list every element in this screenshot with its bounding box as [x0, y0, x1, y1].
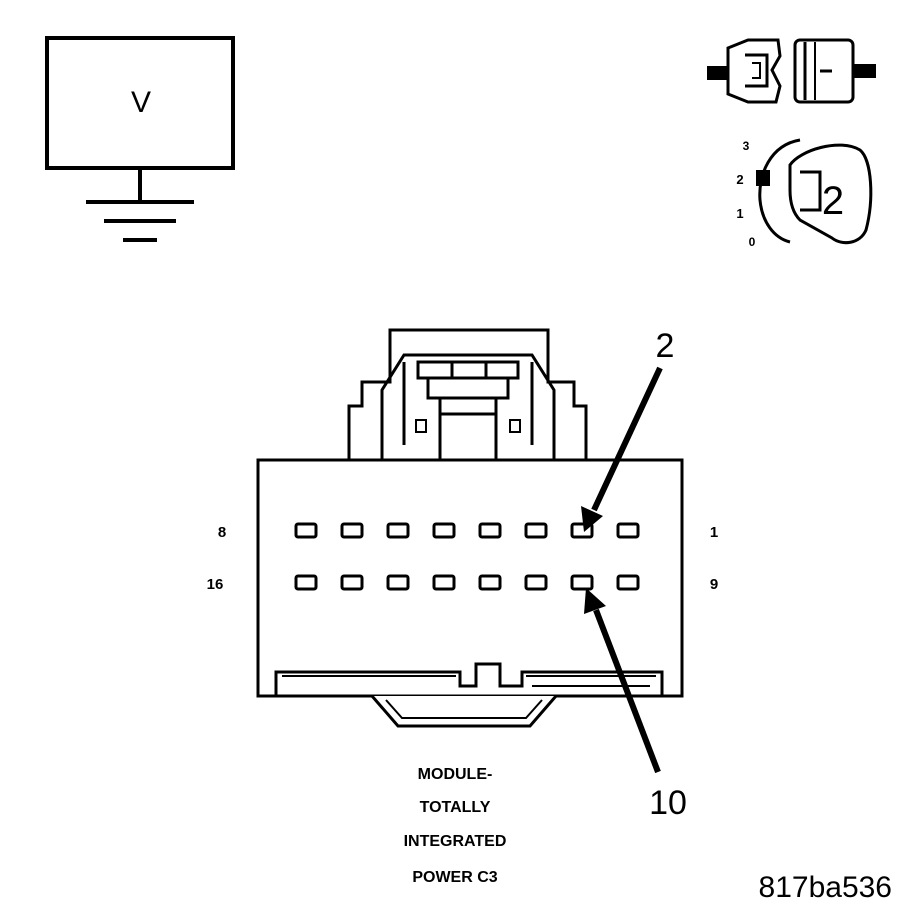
caption-line-4: POWER C3 [412, 869, 497, 886]
pin-cavity [616, 574, 640, 591]
arrowhead-icon [584, 588, 606, 614]
pin-cavity [432, 522, 456, 539]
pin-cavity [340, 522, 364, 539]
figure-id: 817ba536 [759, 871, 892, 904]
voltmeter-label: V [131, 86, 151, 119]
voltmeter-symbol: V [45, 36, 235, 242]
key-position-3: 3 [743, 139, 750, 153]
connector-caption: MODULE- TOTALLY INTEGRATED POWER C3 [404, 766, 507, 886]
pin-cavity [524, 574, 548, 591]
pin-row-1 [294, 522, 640, 539]
caption-line-1: MODULE- [418, 766, 493, 783]
ignition-key-icon: 3 2 1 0 2 [736, 138, 873, 249]
row2-left-label: 16 [207, 576, 224, 593]
key-selected-position: 2 [822, 179, 844, 223]
pin-row-2 [294, 574, 640, 591]
pin-cavity [386, 522, 410, 539]
pin-cavity [432, 574, 456, 591]
key-position-1: 1 [736, 206, 743, 221]
pin-cavity [294, 522, 318, 539]
pin-cavity [478, 522, 502, 539]
pin-cavity [386, 574, 410, 591]
ground-icon [86, 200, 194, 242]
row1-left-label: 8 [218, 524, 226, 541]
callout-pin-2: 2 [581, 327, 674, 532]
key-position-2: 2 [736, 172, 743, 187]
pin-cavity [478, 574, 502, 591]
callout-label-pin-10: 10 [649, 784, 687, 822]
arrowhead-icon [581, 506, 603, 532]
row1-right-label: 1 [710, 524, 718, 541]
callout-pin-10: 10 [584, 588, 687, 822]
pin-cavity [340, 574, 364, 591]
pin-cavity [570, 574, 594, 591]
connector-disconnected-icon [707, 38, 876, 104]
caption-line-3: INTEGRATED [404, 833, 507, 850]
pin-cavity [524, 522, 548, 539]
pin-cavity [294, 574, 318, 591]
row2-right-label: 9 [710, 576, 718, 593]
pin-cavity [616, 522, 640, 539]
key-position-0: 0 [749, 235, 756, 249]
callout-label-pin-2: 2 [656, 327, 675, 365]
caption-line-2: TOTALLY [420, 799, 491, 816]
